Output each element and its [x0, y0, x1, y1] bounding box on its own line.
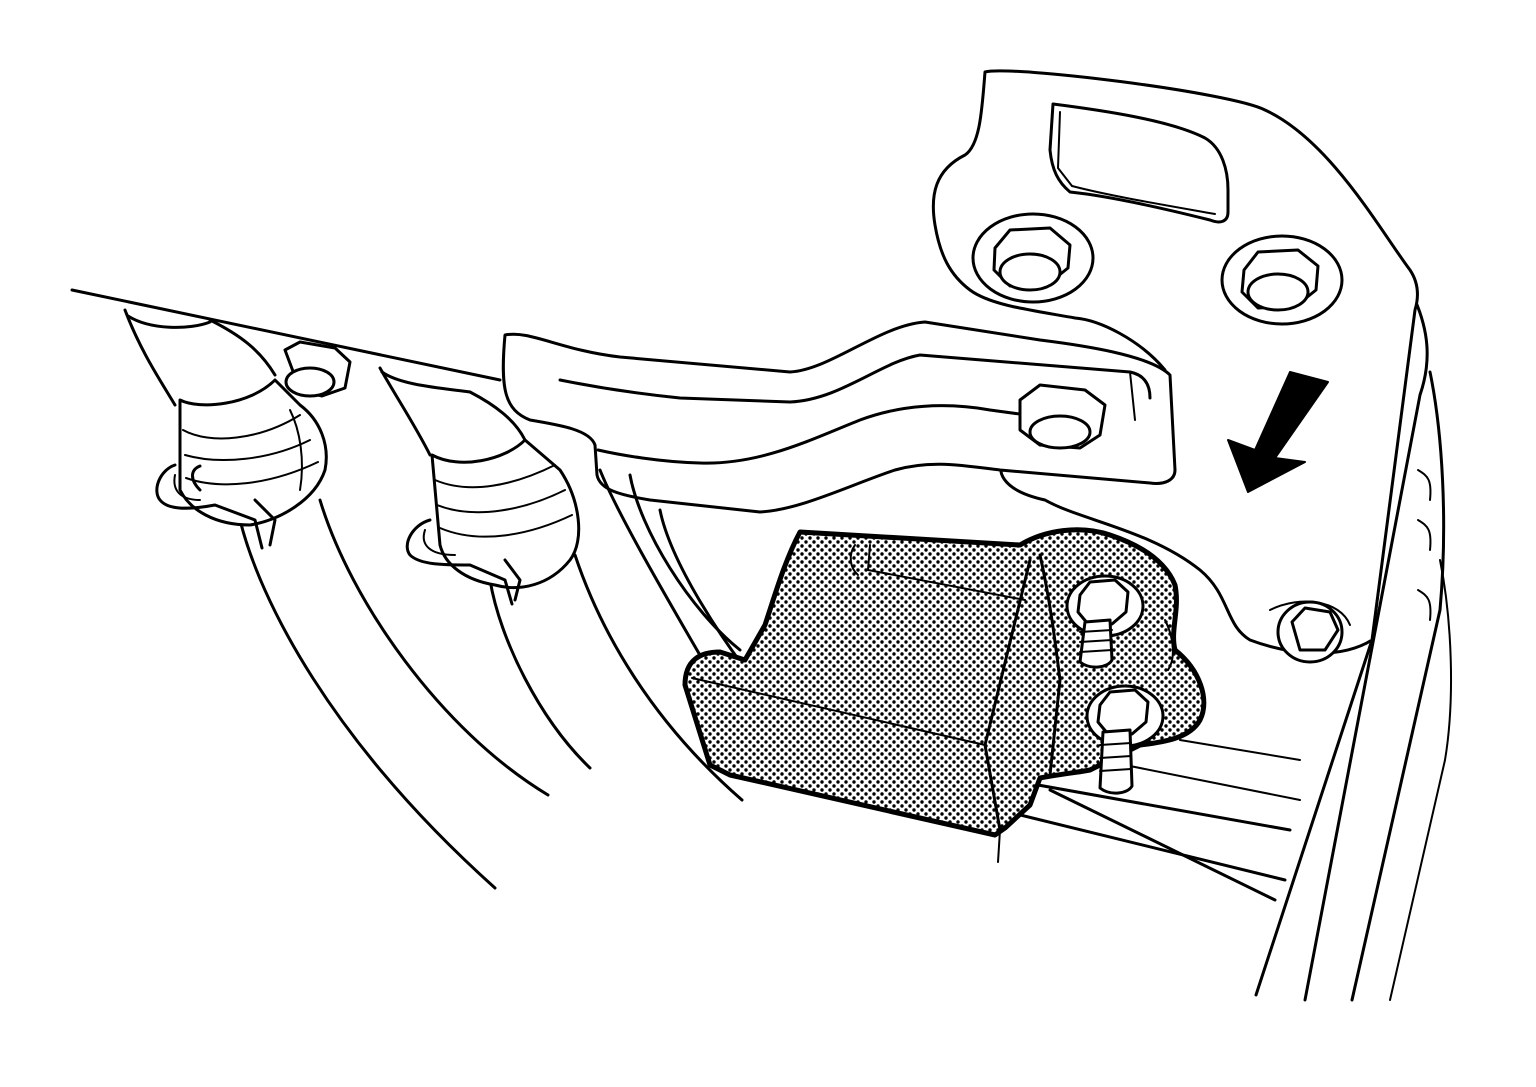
cross-bracket — [501, 320, 1177, 514]
hose-left — [123, 308, 550, 890]
hex-bolt-icon — [283, 340, 352, 398]
hose-middle — [378, 366, 744, 802]
hex-bolt-icon — [1276, 600, 1344, 664]
stud-nut-icon — [1065, 574, 1145, 669]
top-panel-edge — [70, 288, 502, 382]
hose-clamp-icon — [405, 518, 522, 606]
hose-clamp-icon — [155, 463, 277, 550]
hex-bolt-icon — [1018, 383, 1107, 450]
arrow-down-left-icon — [1227, 371, 1329, 493]
stud-nut-icon — [1085, 684, 1165, 795]
hex-bolt-icon — [1220, 234, 1344, 326]
lower-rails — [598, 468, 1301, 902]
hex-bolt-icon — [971, 212, 1095, 304]
